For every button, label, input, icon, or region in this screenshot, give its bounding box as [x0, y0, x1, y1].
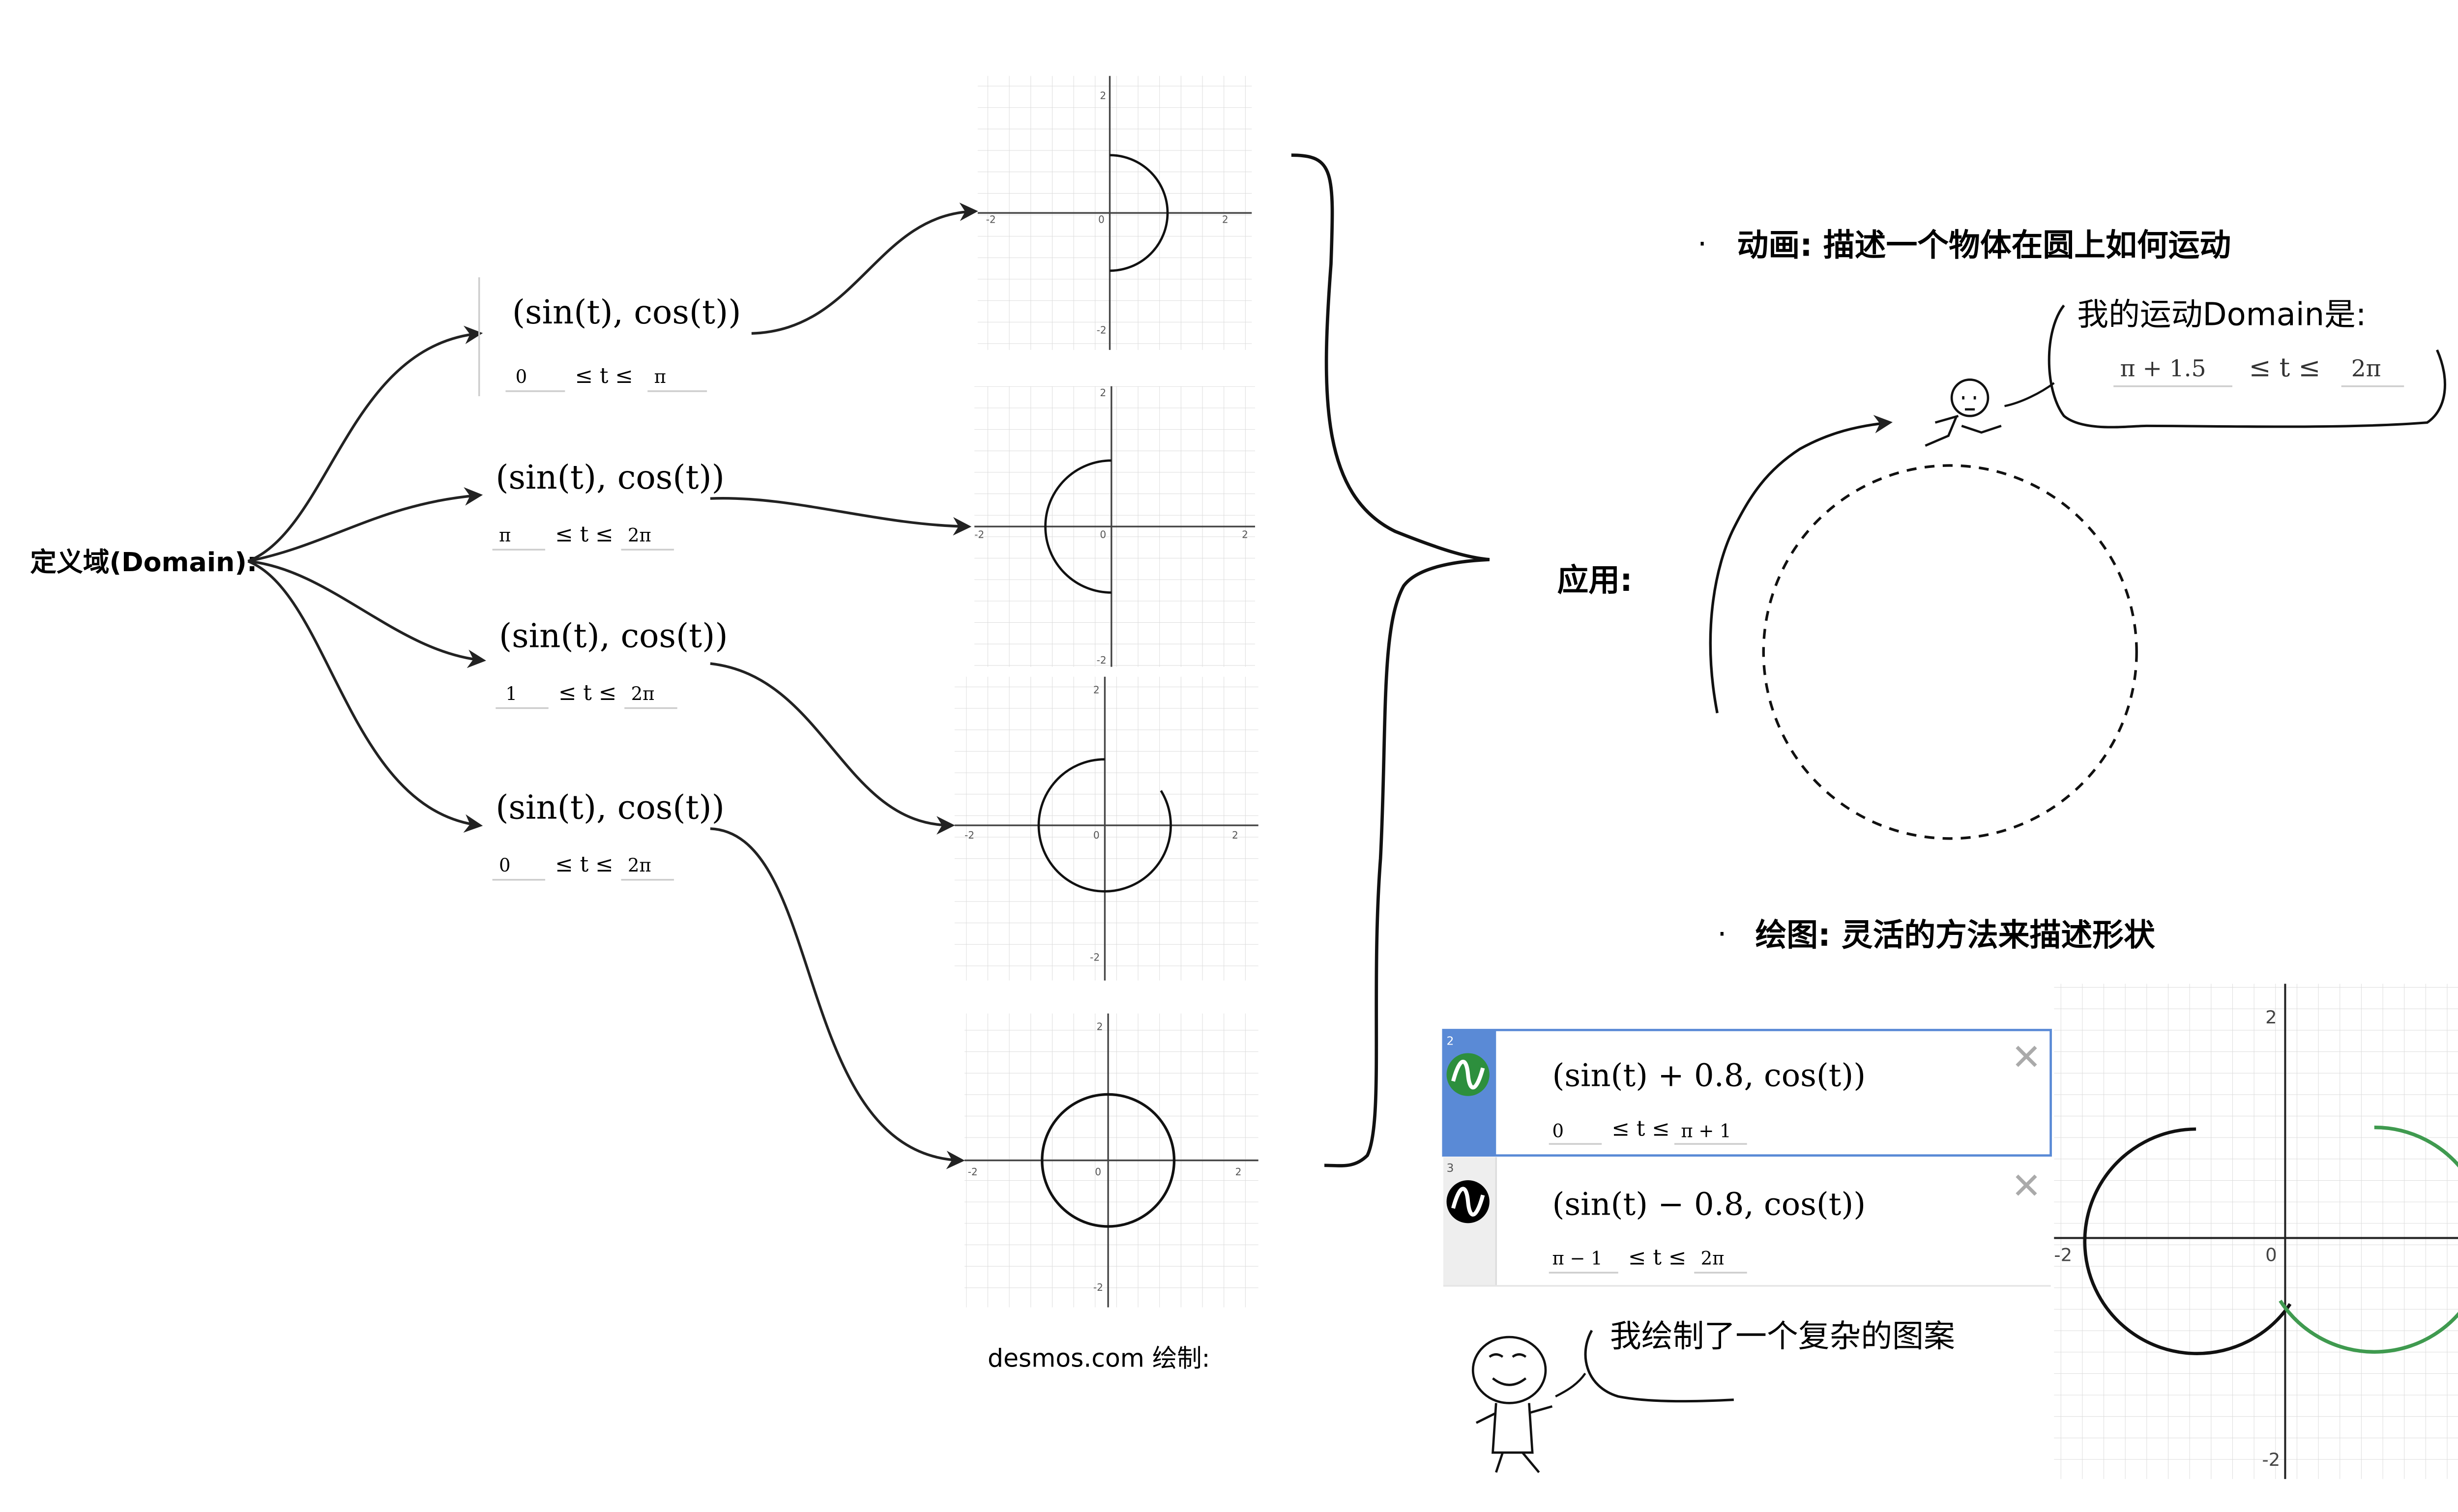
- expression-4: (sin(t), cos(t)) 0 ≤ t ≤ 2π: [492, 788, 725, 881]
- svg-text:·: ·: [1717, 917, 1726, 952]
- graph-3-tick-pos: 2: [1232, 829, 1238, 841]
- bullet-drawing: · 绘图: 灵活的方法来描述形状: [1717, 917, 2155, 954]
- animation-scene: 我的运动Domain是: π + 1.5 ≤ t ≤ 2π: [1709, 297, 2446, 840]
- speech-motion-text: 我的运动Domain是:: [2077, 297, 2366, 333]
- expression-4-max: 2π: [628, 855, 651, 876]
- expression-2-max: 2π: [628, 524, 651, 546]
- desmos-row-1-index: 2: [1447, 1034, 1454, 1048]
- expression-2-min: π: [499, 524, 511, 546]
- curly-brace: [1291, 153, 1490, 1167]
- graph-4: -2 2 0 2 -2: [964, 1013, 1258, 1308]
- speech-motion-ineq: ≤ t ≤: [2249, 352, 2321, 383]
- runner-figure: [1925, 378, 2002, 447]
- desmos-row-1-ineq: ≤ t ≤: [1611, 1116, 1669, 1141]
- motion-arrow: [1709, 415, 1893, 714]
- desmos-graph-tick-zero: 0: [2265, 1245, 2277, 1266]
- root-label: 定义域(Domain):: [30, 547, 257, 578]
- graph-2-tick-bottom: -2: [1097, 654, 1107, 666]
- expression-4-formula: (sin(t), cos(t)): [496, 788, 725, 827]
- bullet-drawing-text: 绘图: 灵活的方法来描述形状: [1755, 917, 2155, 954]
- desmos-graph-tick-bottom: -2: [2262, 1449, 2280, 1470]
- desmos-caption: desmos.com 绘制:: [988, 1343, 1210, 1372]
- desmos-row-2-expr: (sin(t) − 0.8, cos(t)): [1552, 1187, 1866, 1223]
- desmos-row-2-close-icon[interactable]: ✕: [2011, 1165, 2042, 1207]
- expression-3: (sin(t), cos(t)) 1 ≤ t ≤ 2π: [496, 616, 728, 709]
- smiling-figure: [1471, 1336, 1553, 1473]
- desmos-panel: 2 (sin(t) + 0.8, cos(t)) 0 ≤ t ≤ π + 1 ✕…: [1442, 1029, 2052, 1287]
- desmos-row-2-ineq: ≤ t ≤: [1628, 1245, 1686, 1270]
- graph-2-tick-top: 2: [1100, 387, 1106, 399]
- speech-bubble-motion: [2048, 304, 2446, 429]
- expression-2-formula: (sin(t), cos(t)): [496, 458, 725, 496]
- desmos-row-1-expr: (sin(t) + 0.8, cos(t)): [1552, 1058, 1866, 1094]
- bullet-animation: · 动画: 描述一个物体在圆上如何运动: [1697, 227, 2231, 263]
- graph-2-tick-pos: 2: [1242, 529, 1248, 541]
- graph-4-tick-neg: -2: [968, 1166, 978, 1178]
- desmos-row-1-min: 0: [1552, 1121, 1563, 1142]
- graph-3-tick-top: 2: [1093, 684, 1100, 696]
- expression-3-formula: (sin(t), cos(t)): [499, 616, 728, 655]
- graph-2: -2 2 0 2 -2: [974, 386, 1255, 667]
- graph-2-tick-zero: 0: [1100, 529, 1106, 541]
- expression-2-ineq: ≤ t ≤: [555, 522, 613, 547]
- expression-1: (sin(t), cos(t)) 0 ≤ t ≤ π: [478, 277, 741, 396]
- desmos-row-2-index: 3: [1447, 1161, 1454, 1175]
- graph-4-tick-bottom: -2: [1093, 1281, 1103, 1293]
- motion-circle: [1762, 464, 2138, 840]
- desmos-row-1-max: π + 1: [1681, 1121, 1731, 1142]
- graph-1-tick-pos: 2: [1222, 213, 1229, 225]
- expression-1-ineq: ≤ t ≤: [575, 363, 633, 388]
- speech-drawing-text: 我绘制了一个复杂的图案: [1610, 1318, 1955, 1355]
- expression-4-min: 0: [499, 855, 511, 876]
- graph-4-tick-pos: 2: [1235, 1166, 1242, 1178]
- expression-3-ineq: ≤ t ≤: [558, 680, 616, 705]
- expression-1-formula: (sin(t), cos(t)): [512, 293, 741, 331]
- svg-text:·: ·: [1697, 227, 1707, 262]
- desmos-row-2-min: π − 1: [1552, 1248, 1602, 1269]
- graph-3-tick-neg: -2: [965, 829, 974, 841]
- drawing-scene: 我绘制了一个复杂的图案: [1471, 1318, 1955, 1473]
- bullet-animation-text: 动画: 描述一个物体在圆上如何运动: [1737, 228, 2231, 264]
- expression-1-min: 0: [516, 366, 527, 387]
- graph-3-tick-bottom: -2: [1090, 951, 1100, 963]
- expression-3-min: 1: [505, 683, 517, 704]
- graph-1: -2 2 0 2 -2: [977, 76, 1252, 350]
- graph-4-tick-top: 2: [1097, 1020, 1103, 1032]
- application-label: 应用:: [1557, 562, 1633, 599]
- graph-3-tick-zero: 0: [1093, 829, 1100, 841]
- curve-green: [2279, 1125, 2458, 1354]
- desmos-graph-tick-top: 2: [2265, 1007, 2277, 1028]
- speech-bubble-drawing: [1584, 1330, 1734, 1403]
- graph-1-tick-zero: 0: [1098, 213, 1105, 225]
- desmos-row-2-max: 2π: [1701, 1248, 1725, 1269]
- expression-4-ineq: ≤ t ≤: [555, 852, 613, 877]
- expression-arrows: [710, 203, 978, 1169]
- speech-motion-min: π + 1.5: [2120, 355, 2206, 382]
- desmos-graph-tick-neg-x: -2: [2054, 1245, 2072, 1266]
- graph-1-tick-neg: -2: [986, 213, 996, 225]
- desmos-row-1-close-icon[interactable]: ✕: [2011, 1036, 2042, 1078]
- root-arrows: [247, 325, 486, 833]
- graph-1-tick-top: 2: [1100, 89, 1106, 101]
- desmos-row-1[interactable]: 2 (sin(t) + 0.8, cos(t)) 0 ≤ t ≤ π + 1 ✕: [1442, 1029, 2052, 1157]
- desmos-row-2[interactable]: 3 (sin(t) − 0.8, cos(t)) π − 1 ≤ t ≤ 2π …: [1443, 1157, 2051, 1287]
- expression-1-max: π: [654, 366, 666, 387]
- curve-black: [2083, 1127, 2292, 1355]
- expression-2: (sin(t), cos(t)) π ≤ t ≤ 2π: [492, 458, 725, 551]
- desmos-graph: -2 2 0 2 -2: [2054, 984, 2458, 1479]
- graph-3: -2 2 0 2 -2: [954, 676, 1258, 981]
- graph-1-tick-bottom: -2: [1097, 324, 1107, 336]
- expression-3-max: 2π: [631, 683, 655, 704]
- speech-motion-max: 2π: [2351, 355, 2381, 382]
- graph-4-tick-zero: 0: [1095, 1166, 1101, 1178]
- graph-2-tick-neg: -2: [974, 529, 984, 541]
